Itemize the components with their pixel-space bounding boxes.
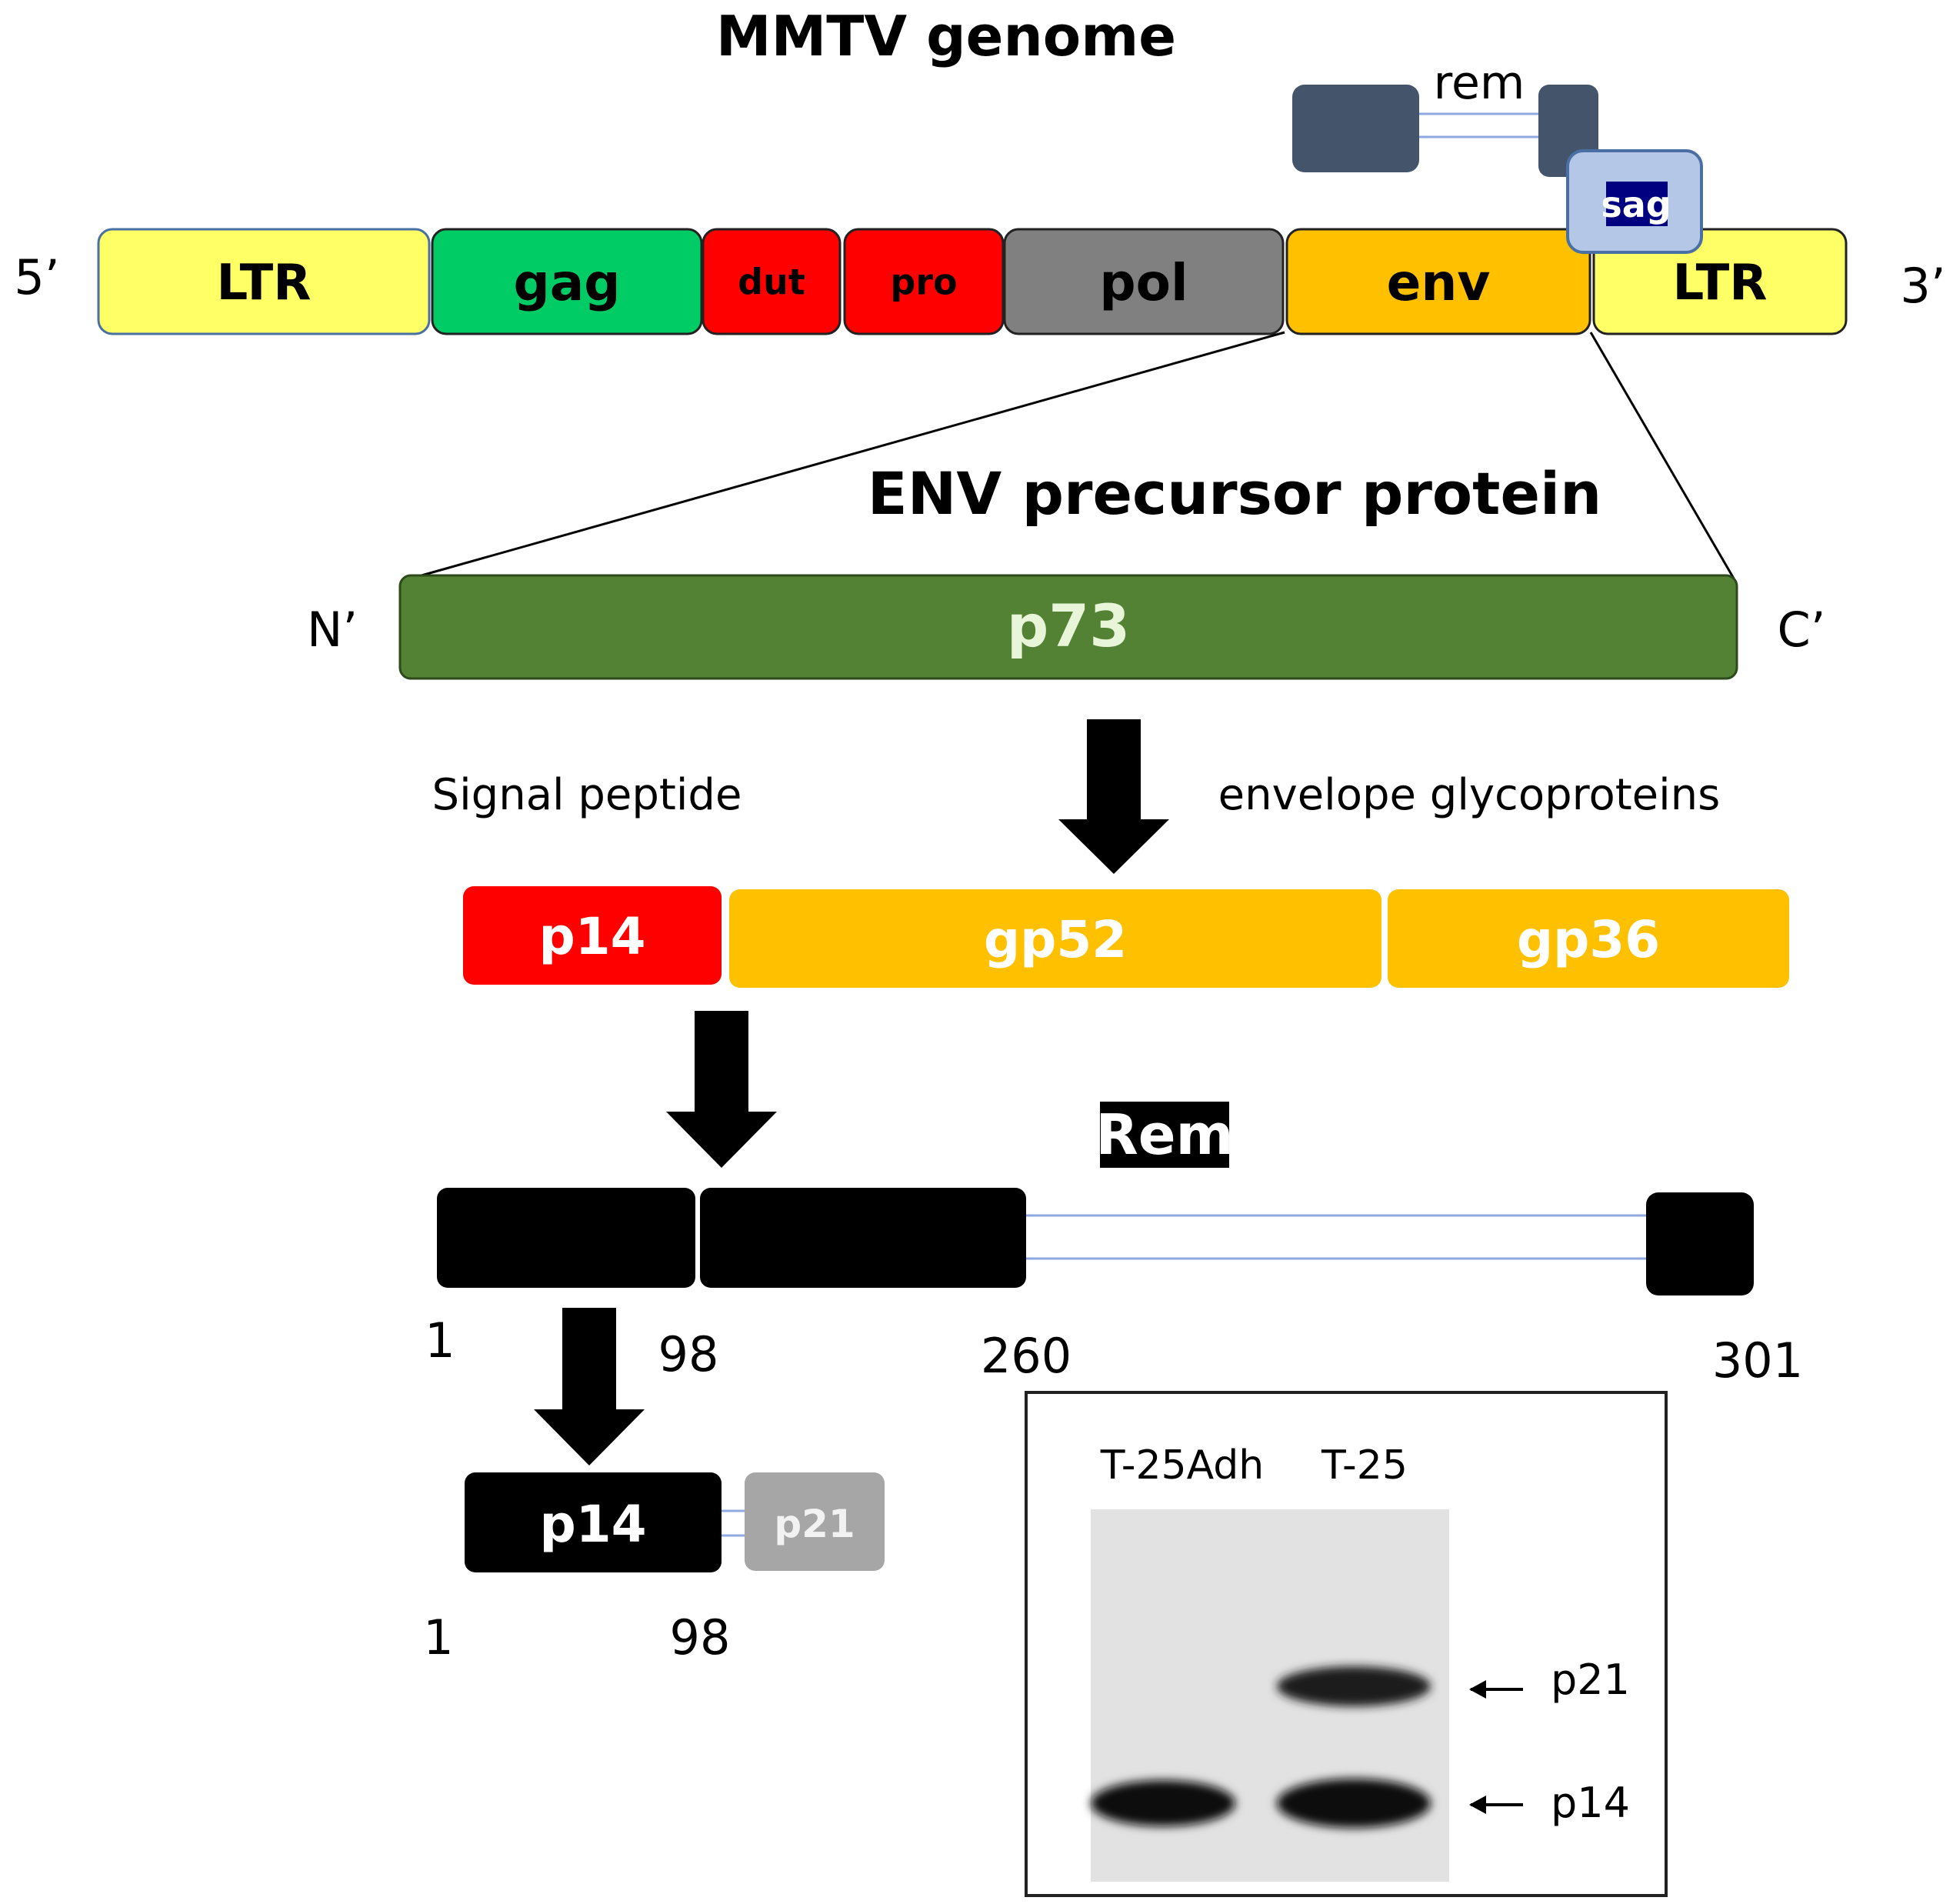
genome-segment-ltr-5 bbox=[97, 228, 431, 335]
p73-bar bbox=[398, 574, 1738, 680]
genome-segment-label-ltr-5: LTR bbox=[216, 255, 311, 312]
rem-position-98: 98 bbox=[658, 1326, 719, 1382]
sag-label: sag bbox=[1601, 184, 1671, 225]
rem-block-3 bbox=[1646, 1192, 1754, 1295]
signal-peptide-label: Signal peptide bbox=[432, 770, 742, 820]
genome-segment-label-gag: gag bbox=[513, 253, 620, 312]
arrow-down-2 bbox=[666, 1011, 777, 1168]
western-blot-inset: T-25Adh T-25 p21 p14 bbox=[1025, 1391, 1668, 1897]
arrow-down-3 bbox=[534, 1308, 645, 1466]
lane-label-t25adh: T-25Adh bbox=[1100, 1442, 1265, 1489]
rem-exon-1 bbox=[1292, 85, 1419, 172]
genome-segment-ltr-3 bbox=[1592, 228, 1848, 335]
lane-label-t25: T-25 bbox=[1321, 1442, 1408, 1489]
rem-position-301: 301 bbox=[1712, 1332, 1803, 1389]
arrow-down-1 bbox=[1058, 719, 1169, 874]
rem-protein: Rem 1 98 260 301 bbox=[425, 1102, 1803, 1389]
genome-segment-label-dut: dut bbox=[738, 262, 805, 303]
genome-segment-label-pro: pro bbox=[890, 262, 957, 303]
envelope-glycoproteins-label: envelope glycoproteins bbox=[1218, 770, 1721, 820]
cleavage-products: p14 gp52 gp36 bbox=[463, 886, 1789, 988]
rem-block-2 bbox=[700, 1188, 1026, 1288]
band-t25-p21 bbox=[1277, 1666, 1431, 1706]
p14-signal-bar bbox=[463, 886, 722, 985]
three-prime-label: 3’ bbox=[1900, 258, 1945, 314]
genome-segment-label-pol: pol bbox=[1099, 253, 1188, 312]
genome-segment-env bbox=[1285, 228, 1591, 335]
genome-bar: 5’ 3’ LTR gag dut pro pol env LTR bbox=[14, 228, 1946, 335]
p21-bar bbox=[745, 1472, 885, 1571]
genome-segment-dut bbox=[702, 228, 842, 335]
p14-final-bar bbox=[465, 1472, 722, 1572]
rem-block-1 bbox=[437, 1188, 695, 1288]
rem-title: Rem bbox=[1095, 1102, 1233, 1167]
blot-label-p14: p14 bbox=[1551, 1779, 1630, 1827]
final-position-98: 98 bbox=[670, 1609, 731, 1666]
diagram-title: MMTV genome bbox=[716, 4, 1176, 68]
five-prime-label: 5’ bbox=[14, 249, 59, 305]
p14-final-label: p14 bbox=[539, 1495, 646, 1554]
rem-gene-structure: rem bbox=[1292, 56, 1598, 177]
blot-label-p21: p21 bbox=[1551, 1656, 1630, 1704]
rem-position-260: 260 bbox=[981, 1328, 1071, 1384]
genome-segment-pro bbox=[843, 228, 1005, 335]
precursor-title: ENV precursor protein bbox=[868, 459, 1601, 528]
c-terminus-label: C’ bbox=[1778, 602, 1826, 658]
p73-label: p73 bbox=[1007, 592, 1130, 660]
zoom-line-right bbox=[1589, 332, 1735, 579]
gp36-label: gp36 bbox=[1517, 910, 1660, 969]
final-position-1: 1 bbox=[423, 1609, 453, 1666]
sag-box: sag bbox=[1566, 149, 1703, 254]
rem-gene-label: rem bbox=[1434, 56, 1525, 110]
p21-label: p21 bbox=[774, 1502, 855, 1546]
genome-segment-pol bbox=[1003, 228, 1285, 335]
genome-segment-label-ltr-3: LTR bbox=[1672, 255, 1767, 312]
gp52-bar bbox=[729, 889, 1381, 988]
n-terminus-label: N’ bbox=[307, 602, 358, 658]
band-t25adh-p14 bbox=[1091, 1780, 1235, 1826]
gp52-label: gp52 bbox=[984, 910, 1127, 969]
p14-signal-label: p14 bbox=[538, 907, 645, 966]
rem-position-1: 1 bbox=[425, 1312, 455, 1369]
genome-segment-label-env: env bbox=[1387, 253, 1491, 312]
gp36-bar bbox=[1388, 889, 1789, 988]
final-products: p14 p21 1 98 bbox=[423, 1472, 885, 1666]
genome-segment-gag bbox=[431, 228, 703, 335]
zoom-line-left bbox=[421, 331, 1285, 577]
band-t25-p14 bbox=[1277, 1779, 1431, 1828]
